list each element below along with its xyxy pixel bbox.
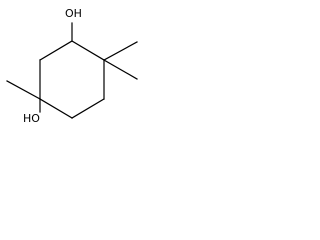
- bond-methyl-right-lower: [103, 59, 138, 80]
- ring-bond-c3-c4: [71, 98, 105, 119]
- bottom-hydroxyl-label: HO: [23, 112, 40, 125]
- top-hydroxyl-label: OH: [65, 7, 82, 20]
- bond-methyl-left: [6, 80, 41, 100]
- ring-bond-c6-c1: [39, 40, 73, 61]
- chemical-structure-diagram: OH HO: [6, 7, 138, 125]
- bond-methyl-right-upper: [103, 41, 138, 61]
- ring-bond-c4-c5: [39, 98, 73, 119]
- ring-bond-c1-c2: [71, 40, 105, 61]
